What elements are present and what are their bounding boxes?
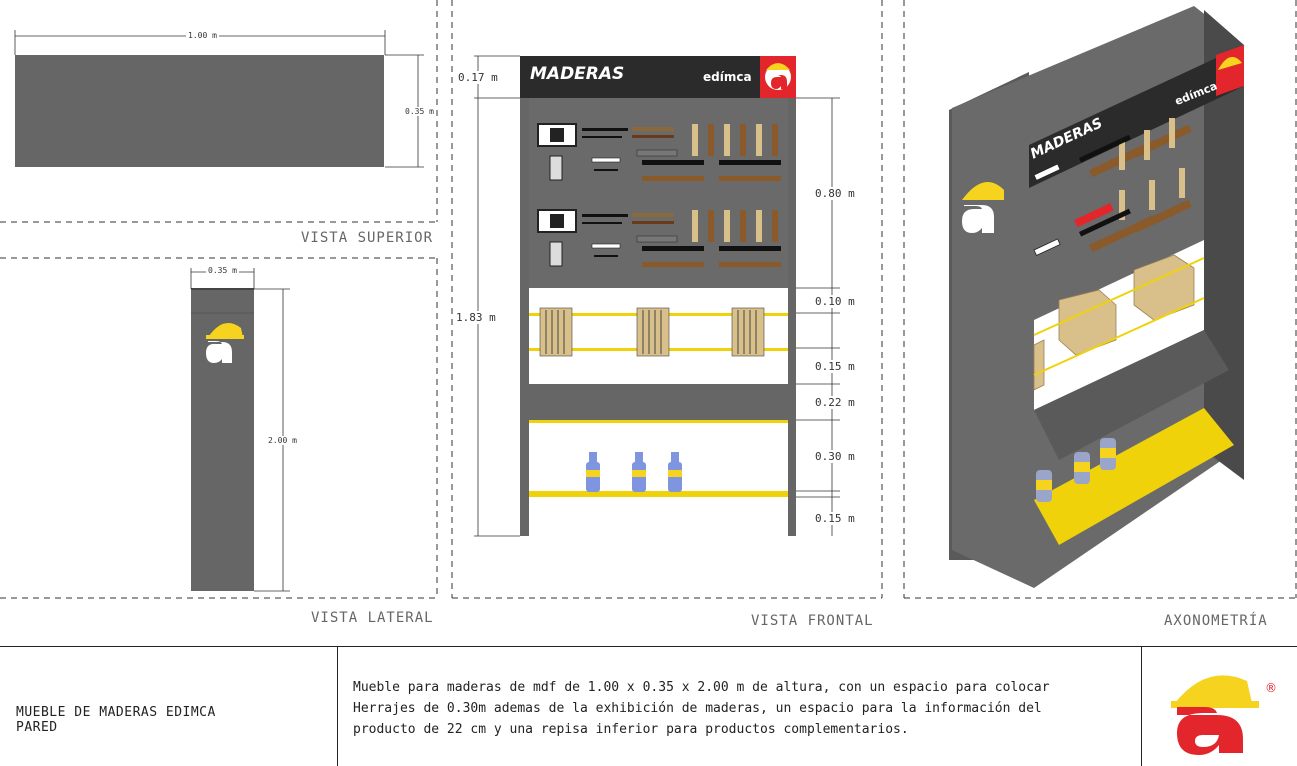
top-view-drawing — [14, 30, 424, 168]
front-dim-wood-shelf: 0.15 m — [815, 360, 855, 373]
front-dim-total: 1.83 m — [456, 311, 496, 324]
front-dim-gap: 0.10 m — [815, 295, 855, 308]
front-sign — [520, 56, 796, 98]
front-dim-bottom-shelf: 0.30 m — [815, 450, 855, 463]
furniture-name-line-2: PARED — [16, 720, 58, 735]
front-brand-text: edímca — [703, 70, 752, 84]
description-line-1: Mueble para maderas de mdf de 1.00 x 0.3… — [353, 680, 1050, 695]
top-width-dim: 1.00 m — [186, 31, 219, 40]
front-view-label: VISTA FRONTAL — [751, 613, 874, 629]
edimca-logo-icon — [1171, 675, 1259, 755]
front-sign-text: MADERAS — [530, 64, 625, 84]
front-dim-base: 0.15 m — [815, 512, 855, 525]
front-dim-info: 0.22 m — [815, 396, 855, 409]
front-hardware-row-1 — [537, 123, 781, 181]
axo-bottom-shelf — [1034, 408, 1234, 545]
front-bottles — [586, 452, 682, 492]
front-view-drawing — [474, 55, 840, 537]
title-block-logo-cell: ® — [1142, 647, 1297, 766]
front-wood-bundles — [539, 307, 765, 357]
side-view-drawing — [190, 268, 290, 592]
description-line-3: producto de 22 cm y una repisa inferior … — [353, 722, 909, 737]
axo-sign — [1029, 45, 1244, 188]
drawing-frame — [0, 0, 1297, 599]
side-view-label: VISTA LATERAL — [311, 610, 434, 626]
axo-bottles — [1036, 438, 1116, 502]
top-depth-dim: 0.35 m — [405, 107, 434, 116]
furniture-name-line-1: MUEBLE DE MADERAS EDIMCA — [16, 705, 216, 720]
axo-view-label: AXONOMETRÍA — [1164, 613, 1268, 629]
top-view-label: VISTA SUPERIOR — [301, 230, 434, 246]
front-info-strip — [529, 384, 788, 420]
title-block-name-cell: MUEBLE DE MADERAS EDIMCA PARED — [0, 647, 338, 766]
front-hardware-row-2 — [537, 209, 781, 267]
side-height-dim: 2.00 m — [268, 436, 297, 445]
side-logo-icon — [206, 323, 244, 363]
front-bottom-shelf — [529, 491, 788, 497]
title-block-description-cell: Mueble para maderas de mdf de 1.00 x 0.3… — [338, 647, 1142, 766]
furniture-description: Mueble para maderas de mdf de 1.00 x 0.3… — [353, 677, 1133, 740]
axo-logo-icon — [962, 182, 1004, 233]
axo-drawing — [949, 6, 1244, 588]
front-dim-header: 0.17 m — [458, 71, 498, 84]
side-depth-dim: 0.35 m — [206, 266, 239, 275]
title-block: MUEBLE DE MADERAS EDIMCA PARED Mueble pa… — [0, 646, 1297, 766]
description-line-2: Herrajes de 0.30m ademas de la exhibició… — [353, 701, 1042, 716]
registered-mark: ® — [1265, 681, 1277, 695]
furniture-name: MUEBLE DE MADERAS EDIMCA PARED — [16, 705, 216, 735]
front-dim-panel: 0.80 m — [815, 187, 855, 200]
